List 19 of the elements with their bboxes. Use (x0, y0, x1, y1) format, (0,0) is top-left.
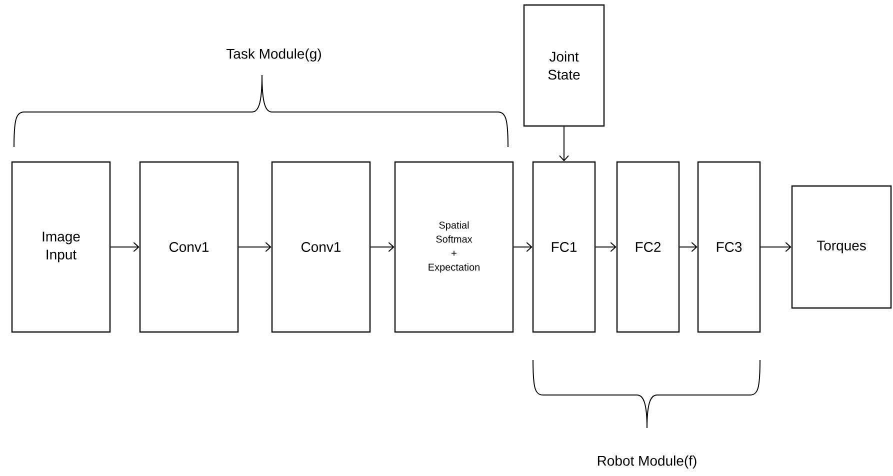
layer-box: Spatial Softmax + Expectation (394, 161, 514, 333)
arrow (559, 126, 569, 162)
layer-box: Torques (791, 185, 892, 309)
layer-box: FC2 (616, 161, 680, 333)
layer-box: Conv1 (271, 161, 371, 333)
layer-box: FC3 (697, 161, 761, 333)
arrow (513, 242, 532, 252)
arrow (595, 242, 616, 252)
arrow (110, 242, 140, 252)
module-label: Task Module(g) (226, 48, 321, 62)
module-label: Robot Module(f) (598, 455, 696, 469)
arrow (679, 242, 698, 252)
layer-box: Joint State (523, 4, 605, 127)
layer-box: Image Input (11, 161, 111, 333)
layer-box: Conv1 (139, 161, 239, 333)
arrow (370, 242, 394, 252)
arrow (760, 242, 792, 252)
layer-box: FC1 (532, 161, 596, 333)
arrow (238, 242, 272, 252)
